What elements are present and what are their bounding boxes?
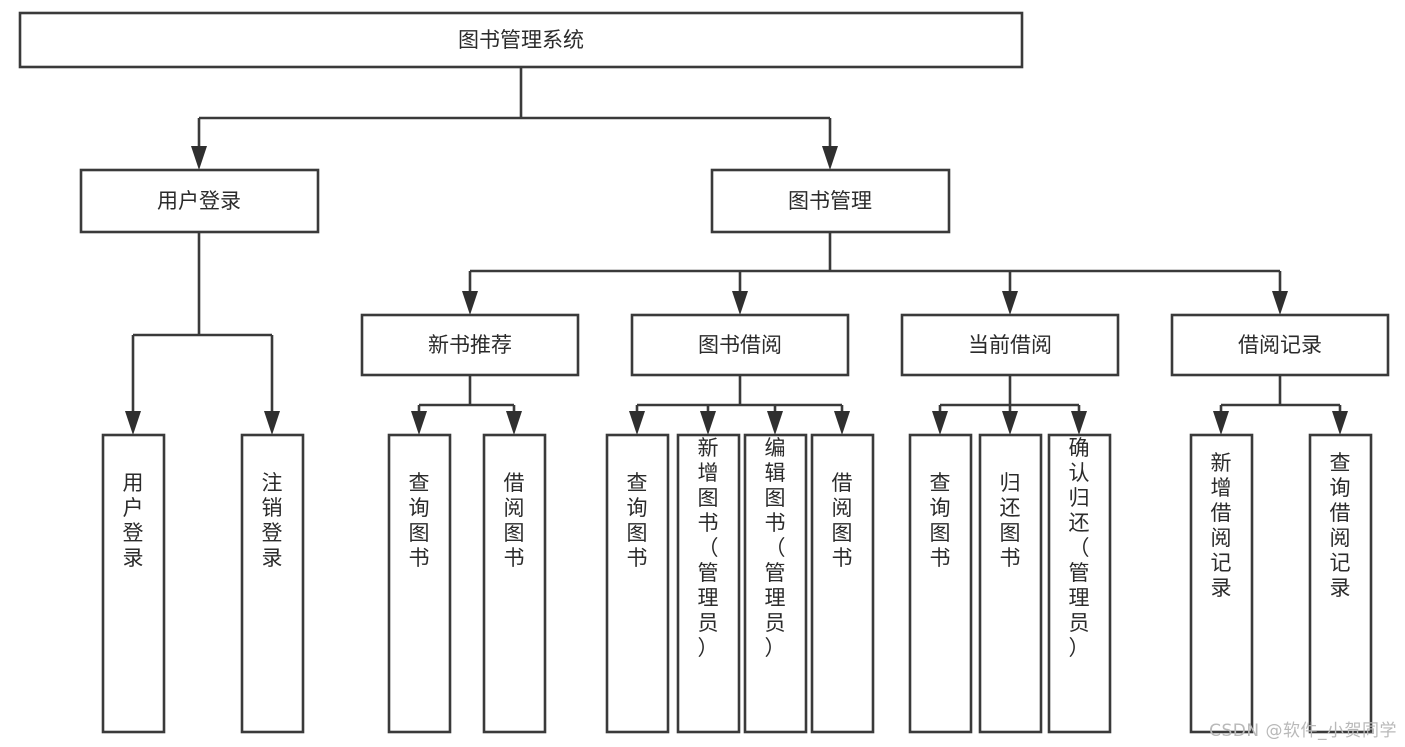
arrow-head-user-login <box>191 146 207 170</box>
arrow-head-level3-2 <box>732 291 748 315</box>
leaf-node[interactable]: 编辑图书（管理员） <box>743 433 808 734</box>
leaf-user-login-box[interactable] <box>101 433 166 734</box>
arrow-head-book-borrow-leaf-3 <box>767 411 783 435</box>
arrow-head-borrow-record-leaf-2 <box>1332 411 1348 435</box>
connector-group-root <box>191 67 838 170</box>
leaf-node[interactable]: 查询借阅记录 <box>1308 433 1373 734</box>
leaf-book-borrow-action-label: 借阅图书 <box>832 471 853 570</box>
node-borrow-record[interactable]: 借阅记录 <box>1170 313 1390 377</box>
leaf-user-logout-label: 注销登录 <box>262 471 283 570</box>
leaf-book-borrow-query-label: 查询图书 <box>627 471 648 570</box>
connector-group-user-login <box>125 232 280 435</box>
node-book-borrow-box[interactable] <box>630 313 850 377</box>
leaf-record-add-box[interactable] <box>1189 433 1254 734</box>
leaf-current-confirm-return-box[interactable] <box>1047 433 1112 734</box>
leaf-node[interactable]: 新增图书（管理员） <box>676 433 741 734</box>
arrow-head-user-login-leaf-2 <box>264 411 280 435</box>
leaf-node[interactable]: 查询图书 <box>908 433 973 734</box>
leaf-book-edit-box[interactable] <box>743 433 808 734</box>
leaf-book-add-label: 新增图书（管理员） <box>698 436 719 660</box>
node-root[interactable]: 图书管理系统 <box>18 11 1024 69</box>
arrow-head-book-borrow-leaf-1 <box>629 411 645 435</box>
arrow-head-level3-1 <box>462 291 478 315</box>
arrow-head-level3-4 <box>1272 291 1288 315</box>
node-book-borrow[interactable]: 图书借阅 <box>630 313 850 377</box>
node-book-borrow-label: 图书借阅 <box>698 333 782 357</box>
leaf-new-book-borrow-box[interactable] <box>482 433 547 734</box>
arrow-head-current-borrow-leaf-2 <box>1002 411 1018 435</box>
leaf-node[interactable]: 新增借阅记录 <box>1189 433 1254 734</box>
leaf-book-edit-label: 编辑图书（管理员） <box>765 436 786 660</box>
connector-group-borrow-record <box>1213 375 1348 435</box>
arrow-head-new-book-leaf-1 <box>411 411 427 435</box>
node-new-book-recommend-label: 新书推荐 <box>428 333 512 357</box>
node-book-manage-label: 图书管理 <box>788 189 872 213</box>
connector-group-current-borrow <box>932 375 1087 435</box>
leaf-record-query-box[interactable] <box>1308 433 1373 734</box>
leaf-node[interactable]: 借阅图书 <box>810 433 875 734</box>
leaf-record-query-label: 查询借阅记录 <box>1330 451 1351 600</box>
node-current-borrow[interactable]: 当前借阅 <box>900 313 1120 377</box>
node-book-manage-box[interactable] <box>710 168 951 234</box>
leaf-user-logout-box[interactable] <box>240 433 305 734</box>
node-new-book-recommend-box[interactable] <box>360 313 580 377</box>
arrow-head-book-borrow-leaf-4 <box>834 411 850 435</box>
arrow-head-book-manage <box>822 146 838 170</box>
leaf-book-add-box[interactable] <box>676 433 741 734</box>
leaf-current-return-box[interactable] <box>978 433 1043 734</box>
leaf-node[interactable]: 查询图书 <box>387 433 452 734</box>
arrow-head-user-login-leaf-1 <box>125 411 141 435</box>
node-new-book-recommend[interactable]: 新书推荐 <box>360 313 580 377</box>
connector-group-new-book <box>411 375 522 435</box>
arrow-head-new-book-leaf-2 <box>506 411 522 435</box>
leaf-current-query-box[interactable] <box>908 433 973 734</box>
leaf-book-borrow-query-box[interactable] <box>605 433 670 734</box>
connector-group-book-borrow <box>629 375 850 435</box>
node-user-login-label: 用户登录 <box>157 189 241 213</box>
leaf-node[interactable]: 确认归还（管理员） <box>1047 433 1112 734</box>
arrow-head-current-borrow-leaf-3 <box>1071 411 1087 435</box>
leaf-new-book-borrow-label: 借阅图书 <box>504 471 525 570</box>
leaf-book-borrow-action-box[interactable] <box>810 433 875 734</box>
arrow-head-level3-3 <box>1002 291 1018 315</box>
node-user-login[interactable]: 用户登录 <box>79 168 320 234</box>
leaf-record-add-label: 新增借阅记录 <box>1211 451 1232 600</box>
arrow-head-borrow-record-leaf-1 <box>1213 411 1229 435</box>
arrow-head-current-borrow-leaf-1 <box>932 411 948 435</box>
leaf-node[interactable]: 用户登录 <box>101 433 166 734</box>
leaf-new-book-query-box[interactable] <box>387 433 452 734</box>
leaf-new-book-query-label: 查询图书 <box>409 471 430 570</box>
leaf-node[interactable]: 查询图书 <box>605 433 670 734</box>
node-root-label: 图书管理系统 <box>458 28 584 52</box>
node-user-login-box[interactable] <box>79 168 320 234</box>
node-current-borrow-box[interactable] <box>900 313 1120 377</box>
node-borrow-record-box[interactable] <box>1170 313 1390 377</box>
node-book-manage[interactable]: 图书管理 <box>710 168 951 234</box>
leaf-current-confirm-return-label: 确认归还（管理员） <box>1069 436 1090 660</box>
leaf-node[interactable]: 归还图书 <box>978 433 1043 734</box>
leaf-current-query-label: 查询图书 <box>930 471 951 570</box>
node-borrow-record-label: 借阅记录 <box>1238 333 1322 357</box>
node-current-borrow-label: 当前借阅 <box>968 333 1052 357</box>
leaf-node[interactable]: 借阅图书 <box>482 433 547 734</box>
node-root-box[interactable] <box>18 11 1024 69</box>
leaf-current-return-label: 归还图书 <box>1000 471 1021 570</box>
arrow-head-book-borrow-leaf-2 <box>700 411 716 435</box>
leaf-node[interactable]: 注销登录 <box>240 433 305 734</box>
connector-group-book-manage <box>462 232 1288 315</box>
leaf-user-login-label: 用户登录 <box>123 471 144 570</box>
